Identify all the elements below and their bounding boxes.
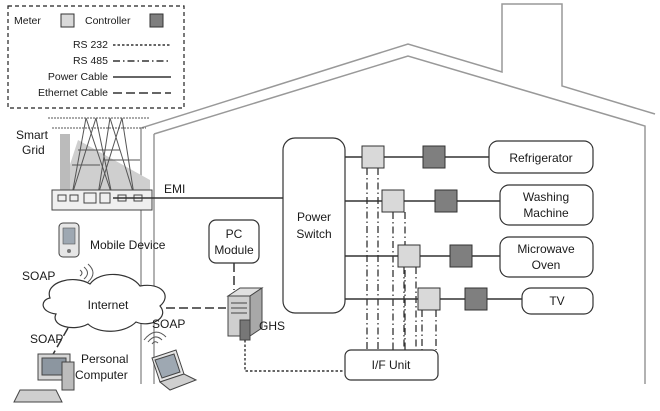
mobile-device-label: Mobile Device [90,238,166,252]
mobile-signal-icon [79,263,94,283]
legend-meter-swatch [60,13,75,28]
desktop-computer-icon [13,353,75,403]
controller-refrigerator [422,145,446,169]
controller-microwave-oven [449,244,473,268]
internet-label: Internet [88,298,129,312]
pc-module-label-line2: Module [214,243,254,257]
smart-grid-icon [48,117,153,211]
personal-computer-label-line2: Computer [75,368,128,382]
ghs-label: GHS [259,319,285,333]
soap-mobile-label: SOAP [22,269,55,283]
laptop-signal-icon [143,331,167,345]
soap-internet-label: SOAP [152,317,185,331]
legend: Meter Controller RS 232 RS 485 Power Cab… [7,5,185,109]
laptop-icon [151,349,198,391]
washing-machine-label-line2: Machine [523,206,569,220]
meter-microwave-oven [397,244,421,268]
microwave-oven-label-line2: Oven [532,258,561,272]
legend-controller-swatch [149,13,164,28]
microwave-oven-label-line1: Microwave [517,242,575,256]
rs485-lines [366,168,437,350]
power-switch-label-line2: Switch [296,227,331,241]
washing-machine-label-line1: Washing [523,190,569,204]
appliance-refrigerator [488,140,594,174]
if-unit-label: I/F Unit [372,358,411,372]
appliance-tv [521,287,594,315]
rs232-ghs-ifunit [244,340,345,372]
power-switch-label-line1: Power [297,210,331,224]
smart-grid-label-line2: Grid [22,143,45,157]
refrigerator-label: Refrigerator [509,151,572,165]
smart-grid-label-line1: Smart [16,128,49,142]
pc-module-label-line1: PC [226,227,243,241]
power-lines [345,156,522,300]
legend-rs232-label: RS 232 [73,39,108,51]
soap-pc-label: SOAP [30,332,63,346]
if-unit-box [344,349,439,381]
appliance-washing-machine [499,184,594,226]
ethernet-internet-pc [51,327,69,357]
legend-ethernet-cable-label: Ethernet Cable [38,87,108,99]
internet-cloud [42,273,166,332]
legend-controller-label: Controller [85,15,131,27]
personal-computer-label-line1: Personal [81,352,128,366]
controller-washing-machine [434,189,458,213]
controller-tv [464,287,488,311]
meter-washing-machine [381,189,405,213]
mobile-device-icon [58,222,80,258]
meter-tv [417,287,441,311]
legend-rs485-label: RS 485 [73,55,108,67]
meter-refrigerator [361,145,385,169]
emi-label: EMI [164,182,185,196]
ghs-server-icon [226,287,264,341]
tv-label: TV [549,294,564,308]
legend-power-cable-label: Power Cable [48,71,108,83]
appliance-microwave-oven [499,236,594,278]
power-switch-box [282,137,346,314]
legend-meter-label: Meter [14,15,41,27]
